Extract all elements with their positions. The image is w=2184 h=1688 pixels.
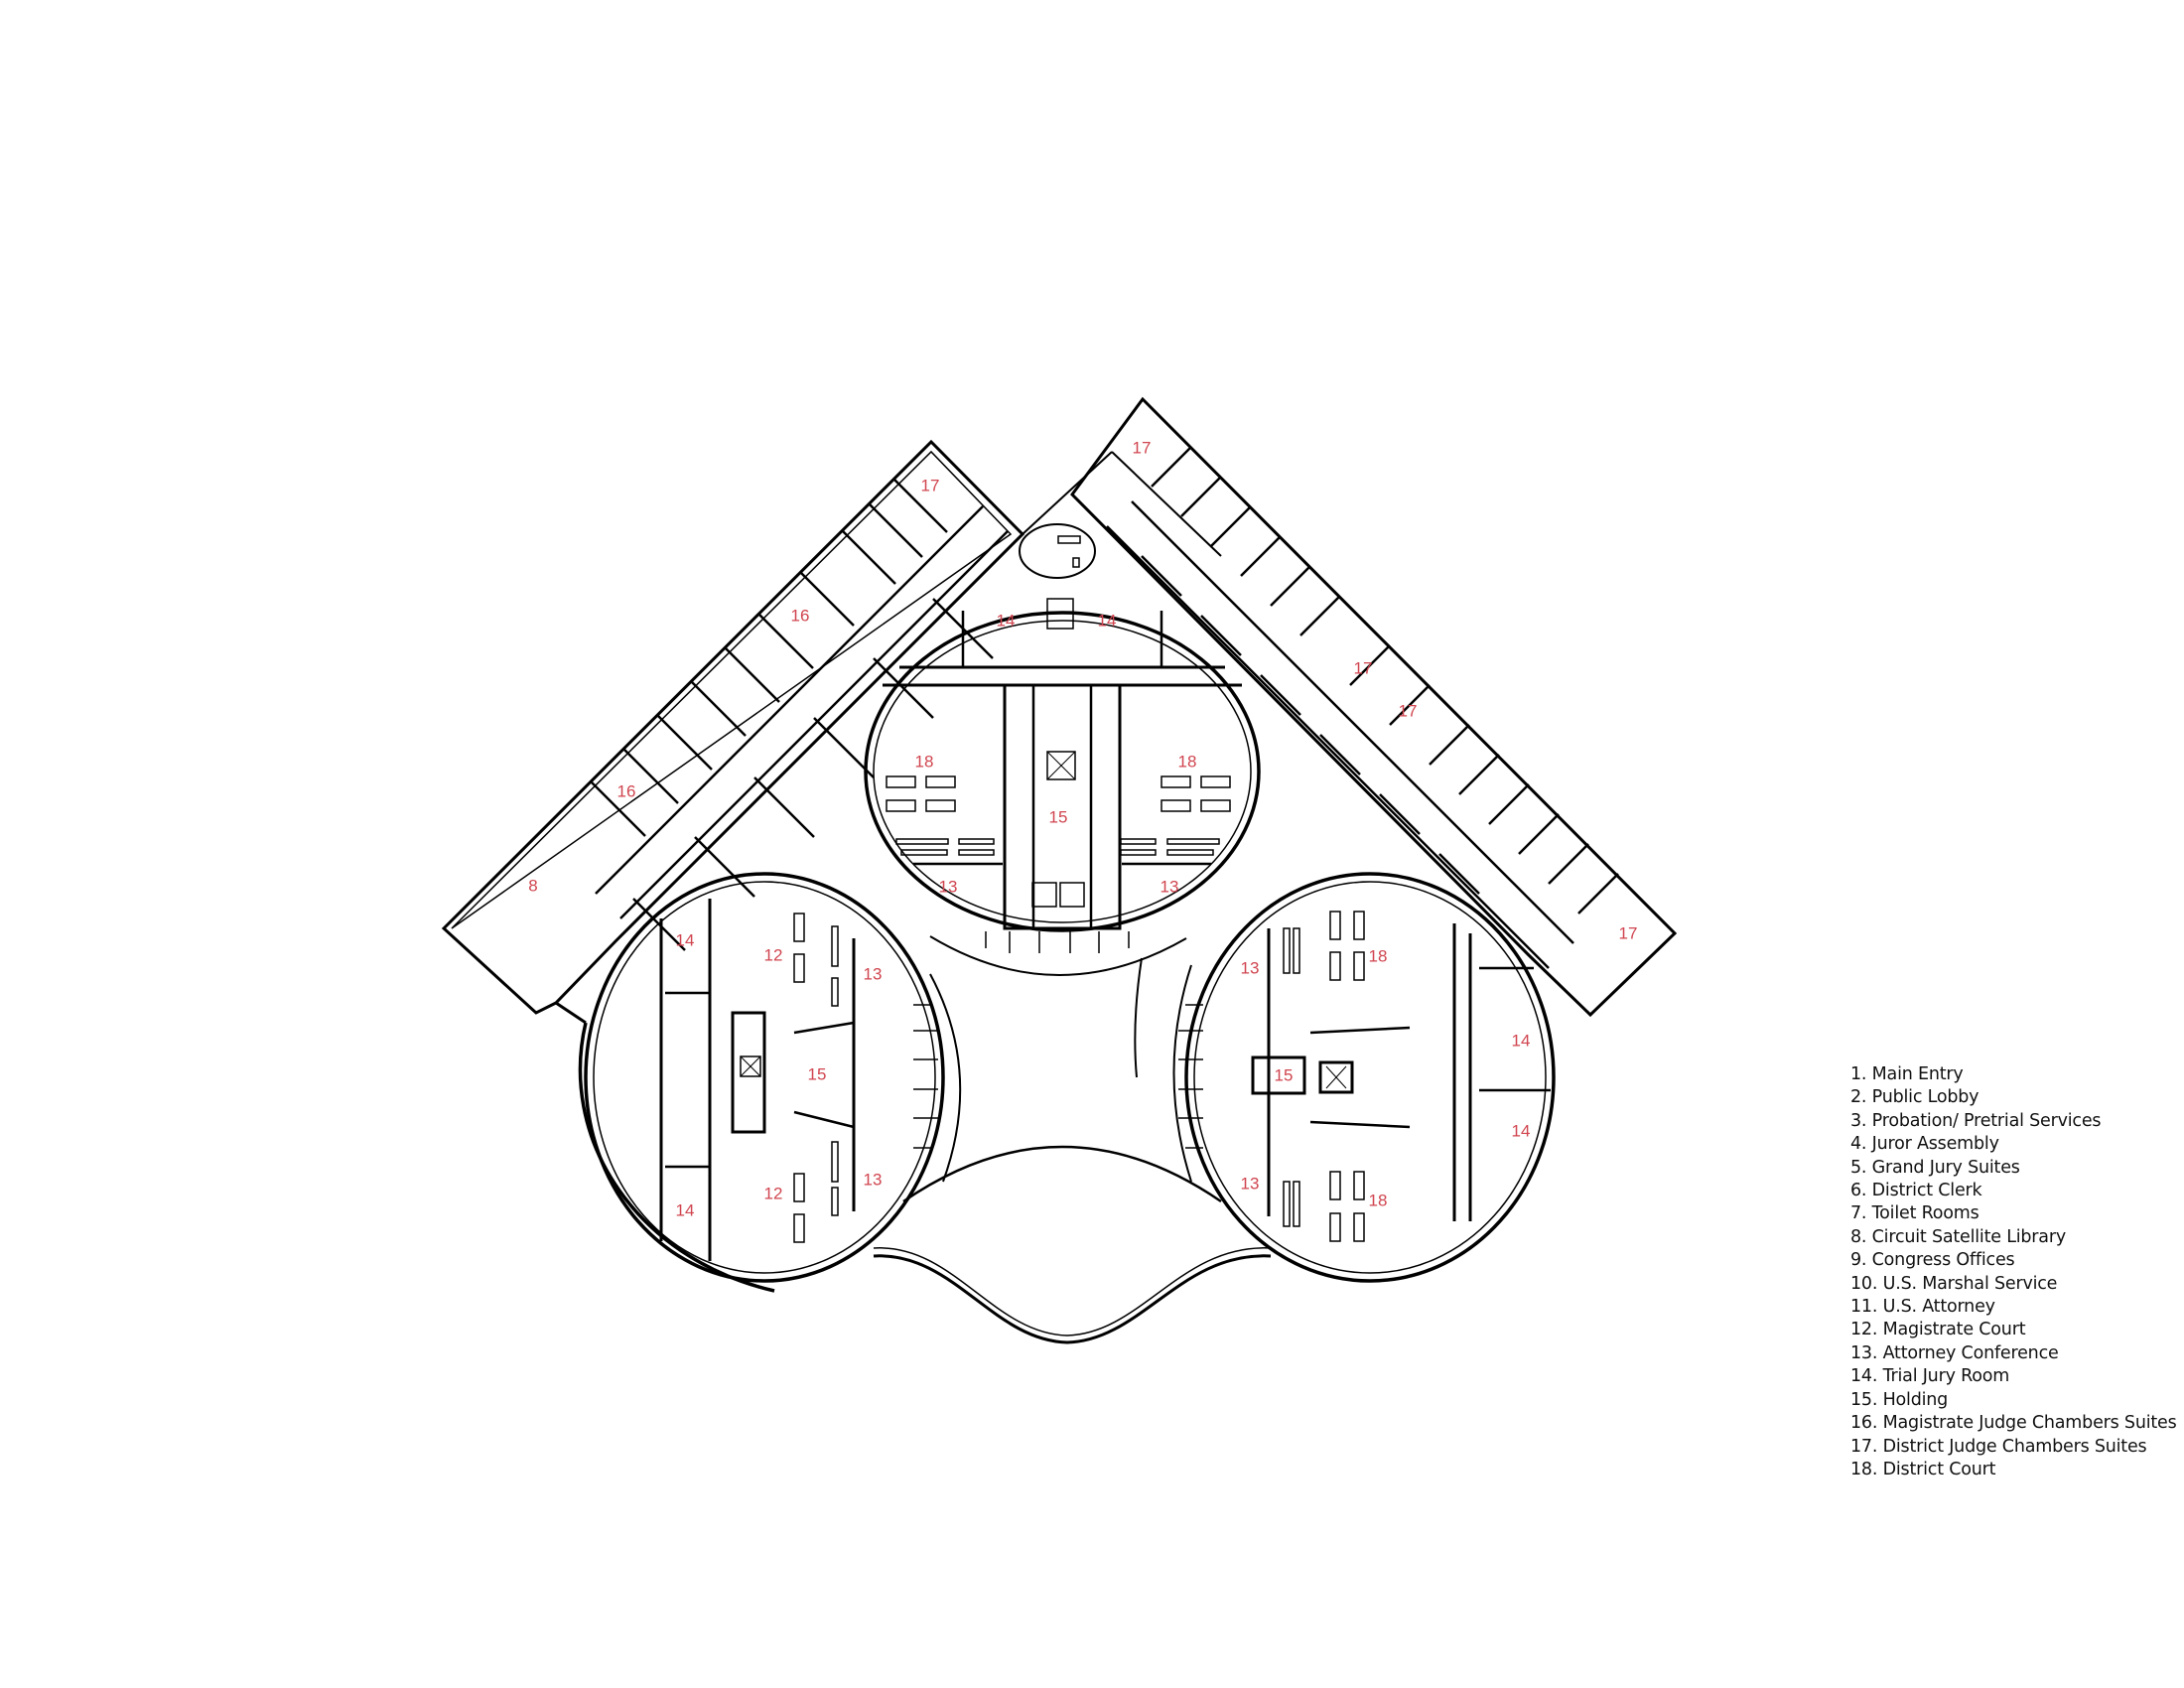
east-courtroom-pod — [1184, 872, 1556, 1283]
room-number-label: 14 — [676, 930, 695, 949]
legend-item: 8. Circuit Satellite Library — [1850, 1226, 2066, 1247]
room-number-label: 17 — [1354, 658, 1373, 677]
north-courtroom-pod — [864, 598, 1261, 932]
room-legend: 1. Main Entry 2. Public Lobby 3. Probati… — [1850, 1063, 2178, 1481]
room-number-label: 17 — [1399, 701, 1418, 720]
room-number-label: 12 — [764, 945, 783, 964]
room-number-label: 13 — [864, 1170, 883, 1189]
legend-item: 12. Magistrate Court — [1850, 1320, 2026, 1340]
legend-item: 17. District Judge Chambers Suites — [1850, 1436, 2147, 1457]
legend-item: 5. Grand Jury Suites — [1850, 1157, 2020, 1178]
legend-item: 18. District Court — [1850, 1459, 1996, 1479]
legend-item: 16. Magistrate Judge Chambers Suites — [1850, 1413, 2177, 1434]
public-lobby — [902, 931, 1222, 1203]
room-number-label: 15 — [1275, 1065, 1294, 1084]
legend-item: 1. Main Entry — [1850, 1064, 1964, 1084]
room-number-label: 18 — [1178, 752, 1197, 771]
room-number-label: 12 — [764, 1184, 783, 1202]
room-number-label: 18 — [915, 752, 934, 771]
room-number-label: 14 — [997, 611, 1016, 630]
legend-item: 7. Toilet Rooms — [1850, 1203, 1979, 1224]
legend-item: 6. District Clerk — [1850, 1181, 1982, 1201]
room-number-label: 16 — [791, 606, 810, 625]
room-number-label: 8 — [528, 876, 537, 895]
room-number-label: 13 — [939, 877, 958, 896]
room-number-label: 14 — [1098, 611, 1117, 630]
room-number-label: 13 — [1241, 1174, 1260, 1193]
legend-item: 2. Public Lobby — [1850, 1087, 1979, 1108]
room-number-label: 17 — [1619, 923, 1638, 942]
room-number-label: 15 — [1049, 807, 1068, 826]
legend-item: 11. U.S. Attorney — [1850, 1297, 1995, 1318]
west-chambers-wing — [441, 439, 1025, 1025]
east-chambers-wing — [1070, 396, 1678, 1018]
room-number-label: 17 — [921, 476, 940, 494]
room-number-label: 16 — [617, 781, 636, 800]
room-number-label: 18 — [1369, 946, 1388, 965]
legend-item: 15. Holding — [1850, 1389, 1949, 1410]
main-entry-canopy — [873, 1247, 1272, 1344]
legend-item: 3. Probation/ Pretrial Services — [1850, 1110, 2102, 1131]
room-number-label: 13 — [1241, 958, 1260, 977]
room-number-label: 17 — [1133, 438, 1152, 457]
room-labels: 17 16 16 8 17 17 17 17 14 14 18 18 15 13 13 14 12 13 15 13 1… — [528, 438, 1637, 1219]
room-number-label: 14 — [1512, 1121, 1531, 1140]
room-number-label: 14 — [1512, 1031, 1531, 1050]
room-number-label: 13 — [864, 964, 883, 983]
legend-item: 9. Congress Offices — [1850, 1250, 2015, 1271]
room-number-label: 18 — [1369, 1191, 1388, 1209]
legend-item: 4. Juror Assembly — [1850, 1134, 1999, 1155]
legend-item: 13. Attorney Conference — [1850, 1342, 2059, 1363]
room-number-label: 13 — [1160, 877, 1179, 896]
room-number-label: 14 — [676, 1200, 695, 1219]
legend-item: 10. U.S. Marshal Service — [1850, 1273, 2058, 1294]
north-atrium — [1019, 451, 1222, 579]
west-courtroom-pod — [578, 872, 945, 1293]
room-number-label: 15 — [808, 1064, 827, 1083]
legend-item: 14. Trial Jury Room — [1850, 1366, 2010, 1387]
